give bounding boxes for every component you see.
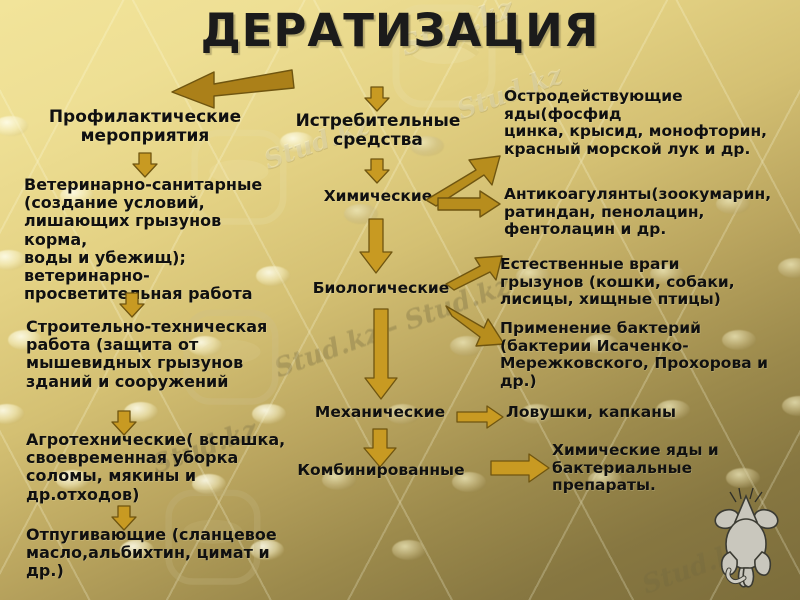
detail-item-chemical-bacterial-preparations: Химические яды и бактериальные препараты… (552, 441, 719, 495)
preventive-item-agrotechnical: Агротехнические( вспашка, своевременная … (26, 430, 286, 504)
exterminative-item-biological: Биологические (312, 279, 450, 297)
arrow-down-exterminative-1 (364, 158, 390, 184)
exterminative-item-mechanical: Механические (314, 403, 446, 421)
arrow-mechanical-to-traps (456, 405, 504, 429)
exterminative-heading: Истребительные средства (295, 111, 461, 151)
mouse-illustration (714, 487, 779, 588)
slide-title: ДЕРАТИЗАЦИЯ (200, 4, 600, 57)
exterminative-item-combined: Комбинированные (297, 461, 465, 479)
detail-item-bacteria-application: Применение бактерий (бактерии Исаченко- … (500, 319, 768, 390)
arrow-biological-to-bacteria (445, 305, 505, 347)
arrow-combined-to-chemical-bacterial (490, 453, 550, 483)
arrow-down-exterminative-0 (364, 86, 390, 112)
preventive-heading: Профилактические мероприятия (48, 107, 242, 147)
preventive-item-veterinary-sanitary: Ветеринарно-санитарные (создание условий… (24, 175, 263, 304)
arrow-down-exterminative-2 (359, 218, 393, 274)
detail-item-acute-poisons: Остродействующие яды(фосфид цинка, крыси… (504, 87, 768, 158)
arrow-down-exterminative-3 (364, 308, 398, 400)
arrow-left-to-preventive (171, 69, 295, 109)
preventive-item-construction-technical: Строительно-техническая работа (защита о… (26, 317, 268, 391)
exterminative-item-chemical: Химические (323, 187, 433, 205)
detail-item-natural-enemies: Естественные враги грызунов (кошки, соба… (500, 255, 735, 309)
preventive-item-repellents: Отпугивающие (сланцевое масло,альбихтин,… (26, 525, 277, 581)
detail-item-traps: Ловушки, капканы (506, 403, 676, 421)
detail-item-anticoagulants: Антикоагулянты(зоокумарин, ратиндан, пен… (504, 185, 772, 239)
